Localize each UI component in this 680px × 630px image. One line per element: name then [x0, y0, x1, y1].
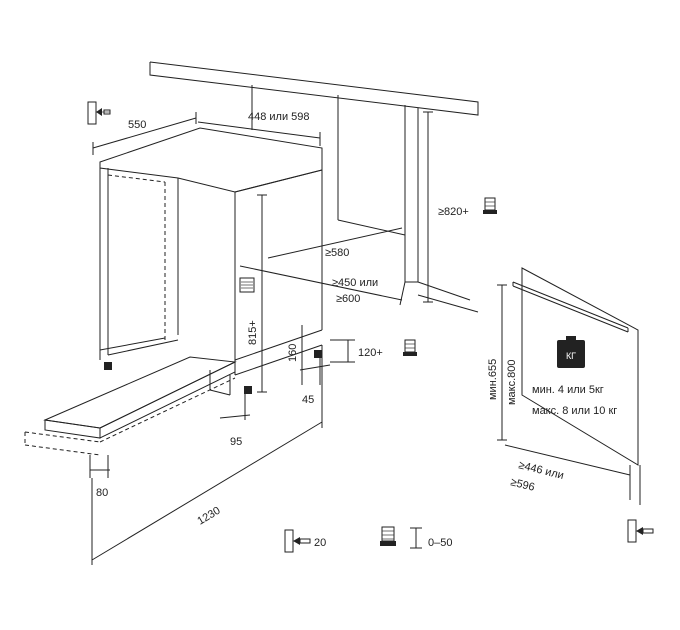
label-width-450-600-a: ≥450 или: [332, 277, 378, 289]
label-width-450-600-b: ≥600: [336, 293, 360, 305]
adjustable-foot-icon: [380, 526, 422, 549]
label-height-120: 120+: [358, 347, 383, 359]
adjustable-foot-icon: [403, 339, 417, 356]
label-dim-80: 80: [96, 487, 108, 499]
label-door-width-b: ≥596: [509, 476, 536, 494]
label-weight-b: макс. 8 или 10 кг: [532, 405, 617, 417]
label-dim-95: 95: [230, 436, 242, 448]
label-door-height-a: мин.655: [487, 359, 499, 400]
label-height-815: 815+: [247, 320, 259, 345]
label-width-448-598: 448 или 598: [248, 111, 310, 123]
label-depth-550: 550: [128, 119, 146, 131]
label-gap-20: 20: [314, 537, 326, 549]
label-door-height-b: макс.800: [506, 359, 518, 405]
hinge-bracket-icon: [627, 519, 654, 543]
hinge-bracket-icon: [284, 529, 311, 553]
wall-niche: [149, 61, 479, 313]
door-panel: [497, 267, 641, 505]
weight-icon-label: КГ: [566, 351, 576, 361]
dimension-lines: [89, 111, 433, 565]
label-weight-a: мин. 4 или 5кг: [532, 384, 604, 396]
adjustable-foot-icon: [483, 197, 497, 214]
open-door: [24, 356, 237, 456]
label-foot-range: 0–50: [428, 537, 452, 549]
dishwasher-body: [99, 127, 323, 396]
label-height-820: ≥820+: [438, 206, 469, 218]
label-height-160: 160: [287, 344, 299, 362]
label-dim-1230: 1230: [195, 505, 222, 528]
label-depth-580: ≥580: [325, 247, 349, 259]
label-dim-45: 45: [302, 394, 314, 406]
hinge-bracket-icon: [87, 101, 111, 125]
weight-kg-icon: КГ: [557, 336, 585, 368]
